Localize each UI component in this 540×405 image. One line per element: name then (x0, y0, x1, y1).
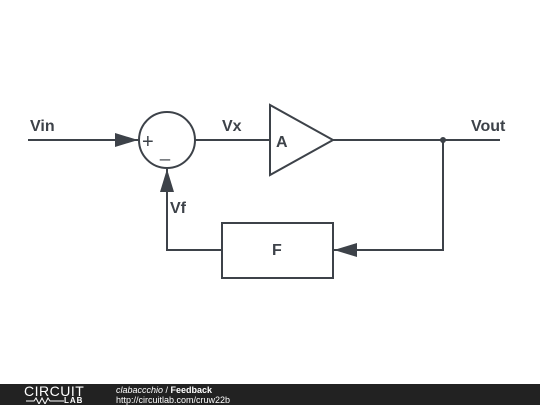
circuitlab-logo[interactable]: CIRCUIT LAB (6, 384, 106, 405)
feedback-input-arrow (334, 243, 357, 257)
feedback-return-arrow (160, 169, 174, 192)
feedback-return-wire (166, 169, 222, 251)
vx-label: Vx (222, 118, 242, 135)
block-diagram: Vin + _ Vx A Vout Vf F (28, 103, 506, 279)
circuit-url-link[interactable]: http://circuitlab.com/cruw22b (116, 395, 231, 405)
feedback-branch-wire (334, 140, 444, 251)
credit-line: clabaccchio / Feedback (116, 385, 212, 395)
amplifier-label: A (276, 134, 288, 151)
credit-separator: / (163, 385, 171, 395)
vf-label: Vf (170, 200, 187, 217)
author-link[interactable]: clabaccchio (116, 385, 164, 395)
footer-bar: CIRCUIT LAB clabaccchio / Feedback http:… (0, 384, 540, 405)
circuit-title[interactable]: Feedback (170, 385, 213, 395)
amplifier-block (269, 103, 336, 177)
input-arrow (115, 133, 138, 147)
vin-label: Vin (30, 118, 55, 135)
resistor-squiggle-icon (26, 396, 64, 404)
vout-label: Vout (471, 118, 506, 135)
logo-wordmark-top: CIRCUIT (24, 383, 85, 399)
minus-sign: _ (159, 141, 171, 162)
feedback-block-label: F (272, 242, 282, 259)
junction-dot (440, 137, 446, 143)
plus-sign: + (142, 131, 154, 153)
logo-wordmark-bottom: LAB (64, 396, 84, 405)
